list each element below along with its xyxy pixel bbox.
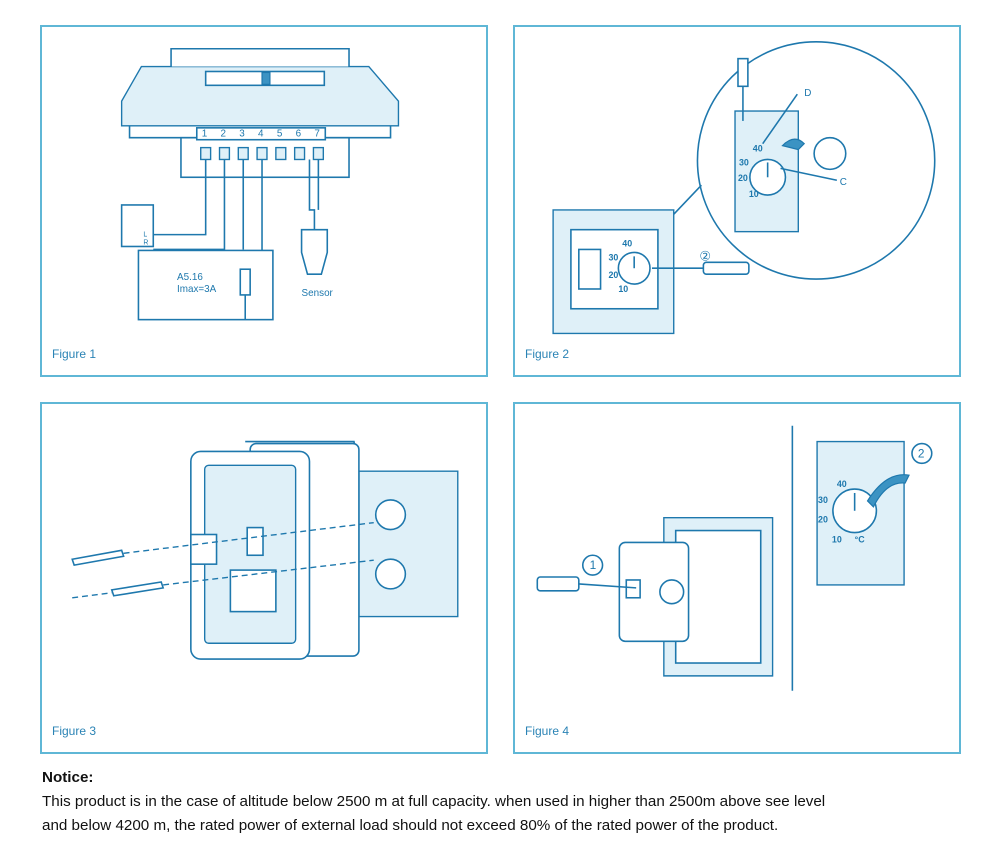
callout-c: C: [840, 177, 847, 188]
zoom4-dial-40: 40: [837, 479, 847, 489]
arrow-c: [780, 167, 838, 182]
wall-box: [358, 470, 459, 618]
wiring-diagram: 1 2 3 4 5 6 7 L R A5.16 Imax=: [120, 47, 400, 321]
zoom-dial-20: 20: [738, 173, 748, 183]
terminal-1: 1: [202, 129, 208, 140]
device-face: [674, 529, 762, 664]
figure-4-caption: Figure 4: [525, 724, 570, 738]
clip-tab: [190, 533, 218, 565]
cover-removal-diagram: 40 30 20 10 °C 2 1: [536, 425, 933, 691]
step-2-circle: [911, 442, 933, 465]
face-switch: [578, 248, 602, 290]
zoom4-unit: °C: [855, 534, 866, 544]
zoom-dial-10: 10: [749, 189, 759, 199]
notice-line-1: This product is in the case of altitude …: [42, 793, 826, 810]
relay-label-1: A5.16: [177, 272, 203, 283]
terminal-5: 5: [277, 129, 283, 140]
arrow-d: [762, 93, 798, 145]
screw-guide-bottom-left: [72, 592, 112, 599]
step-2-label: 2: [918, 446, 925, 460]
terminal-3: 3: [239, 129, 245, 140]
zoom4-dial-10: 10: [832, 534, 842, 544]
zoom-dial-40: 40: [753, 144, 763, 154]
sensor-probe: [300, 228, 329, 275]
screwdriver-shaft: [578, 583, 637, 589]
screw-bottom: [110, 581, 165, 597]
figure-2-caption: Figure 2: [525, 347, 570, 361]
zoom-dial-30: 30: [739, 157, 749, 167]
terminal-4: 4: [258, 129, 264, 140]
power-supply-box: [120, 204, 155, 248]
screw-top: [71, 549, 125, 567]
screw-guide-bottom: [163, 559, 374, 586]
terminal-area: [229, 569, 277, 613]
step-2-marker: ②: [699, 248, 711, 263]
cover-knob: [659, 579, 685, 605]
housing-top: [170, 47, 350, 67]
figure-1-panel: 1 2 3 4 5 6 7 L R A5.16 Imax=: [40, 25, 488, 377]
step-1-circle: [581, 554, 604, 576]
step-1-label: 1: [590, 558, 597, 572]
rotate-arrow-4: [866, 474, 910, 508]
face-dial-20: 20: [608, 270, 618, 280]
face-dial-30: 30: [608, 252, 618, 262]
dial-adjust-diagram: 40 30 20 10 D C 40 30 20 10 ②: [552, 41, 936, 335]
center-knob: [246, 526, 264, 557]
front-cover: [618, 541, 690, 643]
screwdriver-handle: [536, 576, 580, 592]
face-dial-40: 40: [622, 238, 632, 248]
terminal-6: 6: [296, 129, 302, 140]
sensor-label: Sensor: [302, 288, 334, 299]
notice-title: Notice:: [42, 769, 94, 786]
wire-r: [153, 159, 226, 251]
terminal-2: 2: [221, 129, 227, 140]
figure-1-caption: Figure 1: [52, 347, 97, 361]
wire-l: [153, 159, 207, 236]
knockout-top: [374, 499, 407, 531]
figure-4-panel: 40 30 20 10 °C 2 1 Figure 4: [513, 402, 961, 754]
thermostat-housing: [120, 65, 400, 127]
zoom4-dial-20: 20: [818, 515, 828, 525]
figure-3-panel: Figure 3: [40, 402, 488, 754]
terminal-screws: [200, 146, 325, 161]
rotate-arrow: [781, 138, 806, 151]
terminal-7: 7: [314, 129, 320, 140]
terminal-numbers: 1 2 3 4 5 6 7: [195, 127, 327, 141]
load-resistor: [239, 268, 251, 296]
wire-sensor-a: [308, 159, 316, 230]
notice-block: Notice: This product is in the case of a…: [42, 766, 972, 838]
notice-line-2: and below 4200 m, the rated power of ext…: [42, 817, 779, 834]
mounting-diagram: [71, 440, 459, 660]
knob-cap: [813, 136, 847, 171]
relay-label-2: Imax=3A: [177, 284, 217, 295]
cover-latch: [625, 579, 641, 599]
slider-knob: [261, 71, 271, 85]
zoom4-dial-30: 30: [818, 495, 828, 505]
figure-3-caption: Figure 3: [52, 724, 97, 738]
screwdriver-handle-top: [737, 57, 749, 88]
label-l: L: [143, 232, 147, 239]
screwdriver-handle-side: [702, 261, 750, 275]
face-dial-10: 10: [618, 284, 628, 294]
callout-d: D: [804, 88, 811, 99]
figure-2-panel: 40 30 20 10 D C 40 30 20 10 ② Figure 2: [513, 25, 961, 377]
zoom-dial: [832, 488, 878, 534]
knockout-bottom: [374, 558, 407, 590]
label-r: R: [143, 240, 148, 247]
screw-guide-top: [123, 521, 374, 554]
